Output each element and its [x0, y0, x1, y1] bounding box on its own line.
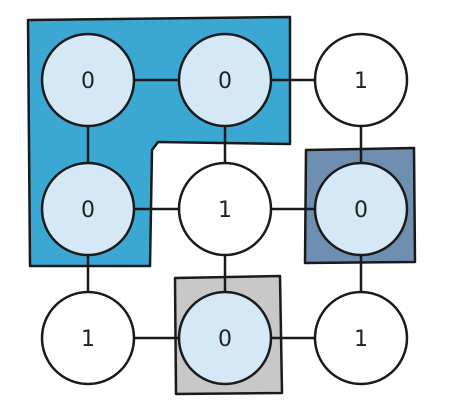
node-circle: [313, 161, 409, 257]
node-value: 0: [218, 69, 232, 94]
node-1-0: 0: [40, 161, 136, 257]
node-value: 0: [218, 327, 232, 352]
node-value: 1: [354, 327, 368, 352]
node-value: 1: [218, 198, 232, 223]
node-1-2: 0: [313, 161, 409, 257]
node-circle: [177, 290, 273, 386]
node-circle: [177, 32, 273, 128]
node-1-1: 1: [177, 161, 273, 257]
node-2-2: 1: [313, 290, 409, 386]
node-value: 0: [354, 198, 368, 223]
node-circle: [313, 32, 409, 128]
node-0-1: 0: [177, 32, 273, 128]
node-2-1: 0: [177, 290, 273, 386]
node-circle: [40, 32, 136, 128]
node-circle: [313, 290, 409, 386]
node-circle: [40, 290, 136, 386]
node-circle: [40, 161, 136, 257]
node-value: 0: [81, 198, 95, 223]
node-0-2: 1: [313, 32, 409, 128]
node-value: 0: [81, 69, 95, 94]
node-value: 1: [81, 327, 95, 352]
node-2-0: 1: [40, 290, 136, 386]
node-circle: [177, 161, 273, 257]
node-value: 1: [354, 69, 368, 94]
node-0-0: 0: [40, 32, 136, 128]
grid-nodes: 0 0 1 0 1 0 1 0 1: [40, 32, 409, 386]
